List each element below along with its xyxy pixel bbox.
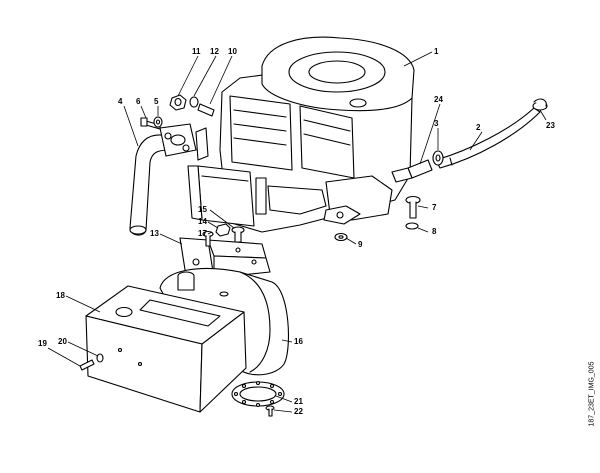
engine-part bbox=[187, 36, 415, 233]
nut-14-part bbox=[215, 223, 231, 237]
clamp-3-part bbox=[432, 150, 444, 166]
spark-arrester-21-part bbox=[231, 380, 285, 408]
callout-6: 6 bbox=[136, 97, 141, 106]
heat-shield-18-part bbox=[85, 285, 247, 413]
callout-21: 21 bbox=[294, 397, 303, 406]
callout-7: 7 bbox=[432, 203, 437, 212]
callout-9: 9 bbox=[358, 240, 363, 249]
leader-lines bbox=[47, 51, 547, 413]
washer-20-part bbox=[96, 353, 104, 363]
fuel-line-part bbox=[435, 107, 541, 169]
washer-8-part bbox=[405, 222, 419, 230]
washer-12-part bbox=[189, 96, 199, 108]
callout-8: 8 bbox=[432, 227, 437, 236]
screw-19-part bbox=[79, 359, 95, 371]
callout-10: 10 bbox=[228, 47, 237, 56]
callout-4: 4 bbox=[118, 97, 123, 106]
washer-9-part bbox=[334, 232, 348, 242]
callout-22: 22 bbox=[294, 407, 303, 416]
callout-labels: 1 2 3 4 5 6 7 8 9 10 11 12 13 14 15 16 1… bbox=[38, 47, 555, 416]
nut-11-part bbox=[169, 94, 187, 111]
callout-12: 12 bbox=[210, 47, 219, 56]
callout-2: 2 bbox=[476, 123, 481, 132]
callout-17: 17 bbox=[198, 229, 207, 238]
callout-5: 5 bbox=[154, 97, 159, 106]
bolt-7-part bbox=[405, 195, 421, 219]
clamp-23-part bbox=[532, 98, 548, 111]
callout-18: 18 bbox=[56, 291, 65, 300]
bolt-15-part bbox=[231, 226, 245, 243]
callout-15: 15 bbox=[198, 205, 207, 214]
washer-5-part bbox=[153, 116, 163, 128]
reference-code-text: 187_23ET_IMG_005 bbox=[588, 361, 596, 427]
callout-14: 14 bbox=[198, 217, 207, 226]
callout-3: 3 bbox=[434, 119, 439, 128]
callout-13: 13 bbox=[150, 229, 159, 238]
fuel-fitting-24-part bbox=[391, 159, 433, 183]
callout-19: 19 bbox=[38, 339, 47, 348]
callout-20: 20 bbox=[58, 337, 67, 346]
callout-23: 23 bbox=[546, 121, 555, 130]
callout-11: 11 bbox=[192, 47, 201, 56]
callout-16: 16 bbox=[294, 337, 303, 346]
exhaust-pipe-part bbox=[129, 123, 197, 236]
callout-1: 1 bbox=[434, 47, 439, 56]
screw-22-part bbox=[265, 405, 275, 417]
reference-code: 187_23ET_IMG_005 bbox=[586, 319, 598, 469]
stud-10-part bbox=[197, 103, 215, 117]
callout-24: 24 bbox=[434, 95, 443, 104]
